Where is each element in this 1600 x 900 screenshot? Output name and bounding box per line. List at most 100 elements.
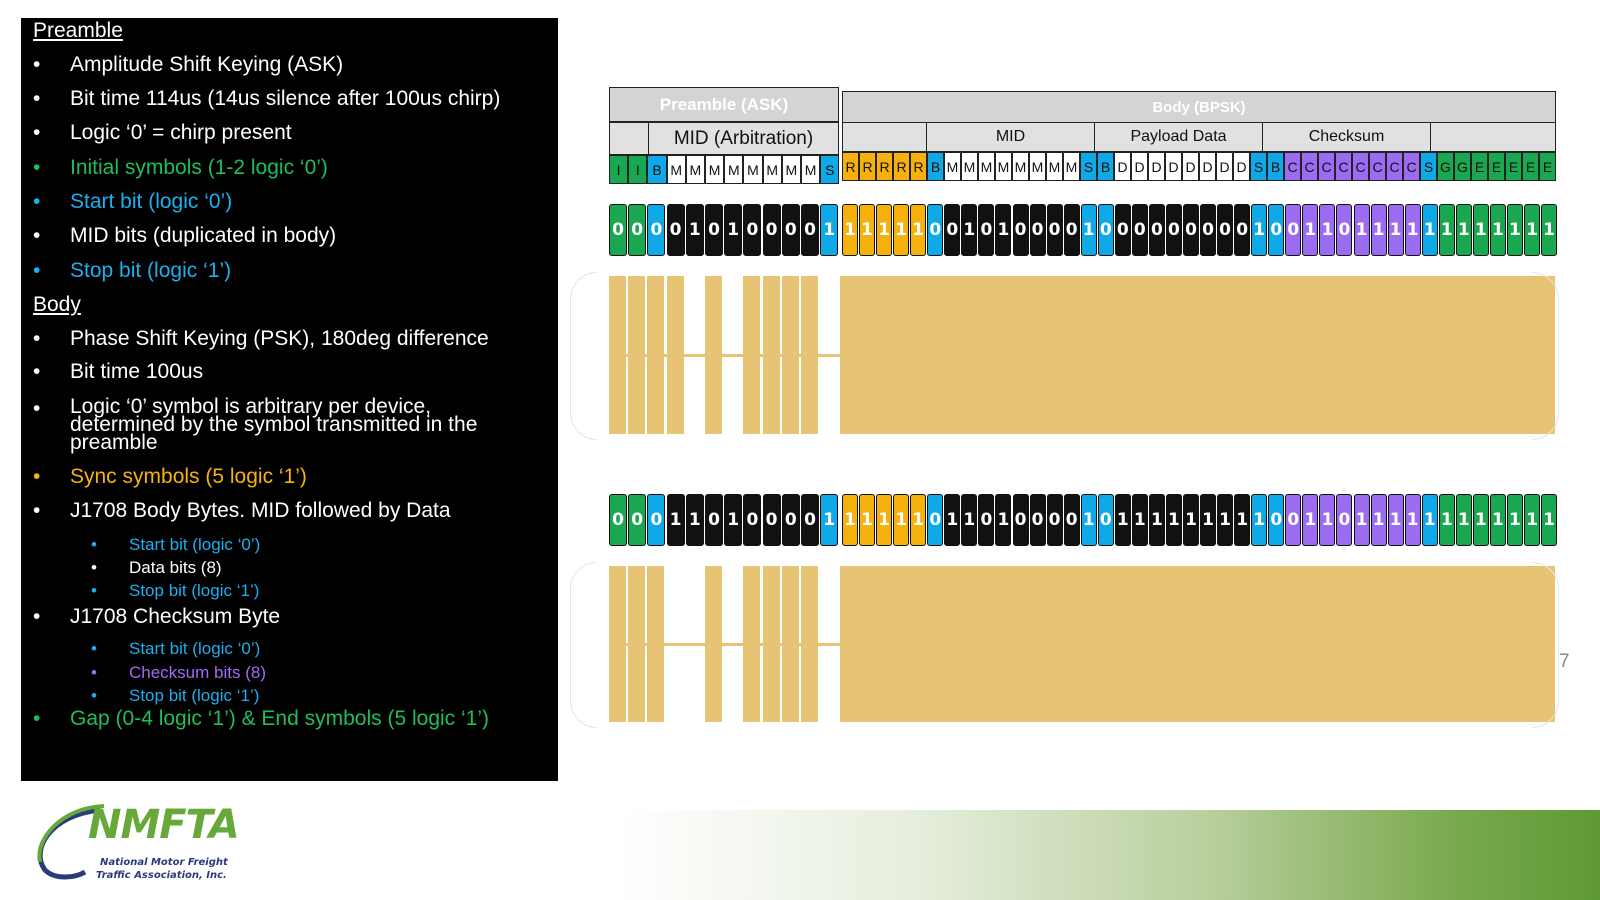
symbol-cell: M: [724, 155, 744, 184]
symbol-cell: E: [1522, 152, 1539, 181]
waveform-left-bracket: [570, 272, 597, 440]
bullet-dot-icon: •: [33, 397, 41, 420]
symbol-cell: M: [666, 155, 686, 184]
symbol-cell: C: [1284, 152, 1301, 181]
bit-box: 0: [1165, 204, 1182, 256]
logo-line2: Traffic Association, Inc.: [96, 870, 227, 881]
bullet-dot-icon: •: [33, 156, 41, 179]
symbol-cell: M: [743, 155, 763, 184]
bit-box: 0: [743, 494, 762, 546]
bit-box: 0: [1097, 494, 1114, 546]
symbol-cell: M: [781, 155, 801, 184]
bullet-text: J1708 Checksum Byte: [70, 605, 281, 628]
symbol-cell: R: [910, 152, 927, 181]
bit-box: 1: [820, 204, 839, 256]
bit-box: 0: [1148, 204, 1165, 256]
end-blank-cell: [1430, 122, 1556, 152]
symbol-cell: C: [1369, 152, 1386, 181]
bit-box: 1: [1114, 494, 1131, 546]
footer-gradient-band: [620, 810, 1600, 900]
preamble-heading: Preamble: [33, 19, 123, 42]
bullet-dot-icon: •: [33, 53, 41, 76]
waveform-chirp: [781, 566, 799, 722]
bit-box: 1: [1080, 494, 1097, 546]
symbol-cell: S: [1250, 152, 1267, 181]
symbol-cell: G: [1437, 152, 1454, 181]
symbol-cell: S: [820, 155, 840, 184]
bit-box: 1: [1183, 494, 1199, 546]
bit-box: 1: [1404, 494, 1421, 546]
bit-box: 1: [1438, 494, 1455, 546]
symbol-cell: M: [685, 155, 705, 184]
bit-box: 1: [666, 494, 685, 546]
bit-box: 1: [893, 494, 910, 546]
bit-box: 1: [820, 494, 839, 546]
bit-box: 1: [1455, 494, 1472, 546]
bit-box: 0: [1046, 204, 1063, 256]
notes-panel: Preamble •Amplitude Shift Keying (ASK)•B…: [21, 18, 558, 781]
sync-blank-cell: [842, 122, 927, 152]
bullet-dot-icon: •: [33, 605, 41, 628]
bit-box: 0: [647, 204, 666, 256]
bit-box: 0: [609, 204, 627, 256]
bit-box: 1: [1251, 204, 1268, 256]
bit-box: 0: [781, 204, 800, 256]
waveform-chirp: [705, 276, 722, 434]
body-heading: Body: [33, 293, 81, 316]
bit-box: 1: [1165, 494, 1182, 546]
bit-box: 1: [1421, 204, 1438, 256]
body-title: Body (BPSK): [1152, 98, 1246, 116]
bit-box: 1: [1302, 204, 1319, 256]
bit-box: 1: [1370, 204, 1387, 256]
symbol-cell: M: [1029, 152, 1046, 181]
symbol-cell: M: [978, 152, 995, 181]
bit-box: 1: [1404, 204, 1421, 256]
bit-box: 1: [1524, 494, 1540, 546]
bit-box: 1: [685, 204, 704, 256]
bit-box: 0: [1012, 204, 1029, 256]
preamble-initial-blank-cell: [609, 122, 649, 155]
bit-box: 1: [842, 494, 858, 546]
symbol-cell: M: [995, 152, 1012, 181]
bit-box: 0: [762, 494, 781, 546]
symbol-cell: R: [859, 152, 876, 181]
bit-box: 0: [1097, 204, 1114, 256]
bit-box: 1: [1387, 494, 1404, 546]
waveform-chirp: [781, 276, 799, 434]
body-title-cell: Body (BPSK): [842, 91, 1556, 123]
bit-box: 1: [1370, 494, 1387, 546]
symbol-cell: C: [1403, 152, 1420, 181]
waveform-right-bracket: [1532, 272, 1559, 440]
symbol-cell: E: [1471, 152, 1488, 181]
bit-box: 1: [961, 204, 978, 256]
bullet-dot-icon: •: [33, 360, 41, 383]
bit-box: 0: [781, 494, 800, 546]
waveform-chirp: [628, 566, 646, 722]
logo-swoosh-icon: [37, 804, 105, 880]
mid-arbitration-cell: MID (Arbitration): [648, 122, 839, 155]
waveform-chirp: [647, 566, 665, 722]
waveform-chirp: [801, 566, 818, 722]
bit-box: 1: [1387, 204, 1404, 256]
symbol-cell: M: [801, 155, 821, 184]
bullet-dot-icon: •: [33, 707, 41, 730]
sub-bullet-text: Checksum bits (8): [129, 663, 266, 682]
preamble-title-cell: Preamble (ASK): [609, 87, 839, 122]
bit-box: 0: [609, 494, 627, 546]
bit-box: 0: [978, 204, 995, 256]
waveform-chirp: [647, 276, 665, 434]
symbol-cell: D: [1182, 152, 1199, 181]
symbol-cell: D: [1148, 152, 1165, 181]
bullet-text: Sync symbols (5 logic ‘1’): [70, 465, 307, 488]
bit-box: 0: [1336, 494, 1353, 546]
mid-label: MID: [995, 128, 1026, 145]
symbol-cell: E: [1505, 152, 1522, 181]
bit-box: 1: [1506, 494, 1523, 546]
bullet-dot-icon: •: [33, 121, 41, 144]
payload-label: Payload Data: [1130, 128, 1227, 145]
bit-box: 0: [1063, 494, 1080, 546]
waveform-chirp: [705, 566, 722, 722]
mid-cell: MID: [926, 122, 1095, 152]
preamble-title: Preamble (ASK): [659, 94, 789, 114]
